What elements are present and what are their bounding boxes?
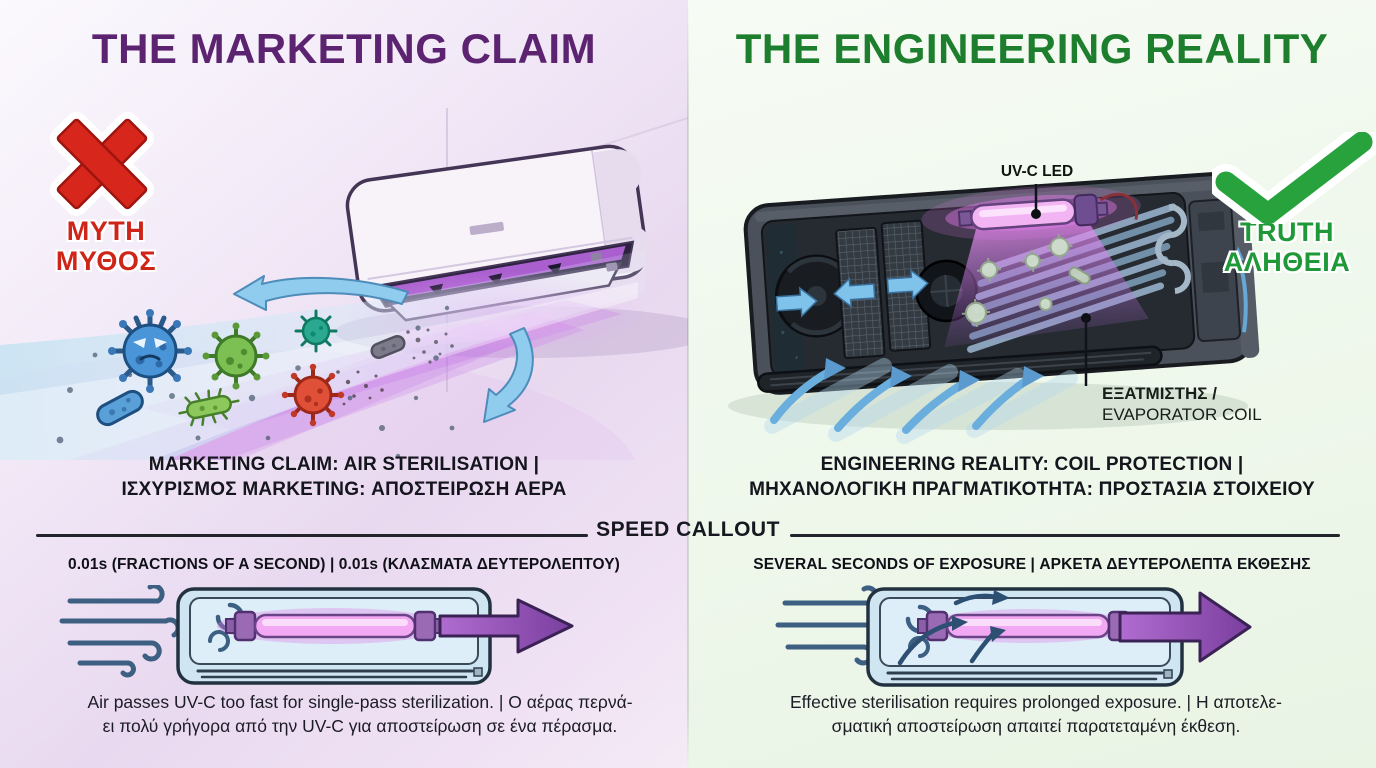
myth-verdict: MYTH ΜΥΘΟΣ (28, 216, 184, 276)
fast-pass-heading: 0.01s (FRACTIONS OF A SECOND) | 0.01s (Κ… (68, 556, 620, 573)
speed-callout-right-rule (790, 534, 1340, 537)
engineering-reality-caption: ENGINEERING REALITY: COIL PROTECTION | Μ… (688, 452, 1376, 502)
fast-air-arrow (438, 598, 574, 654)
particle-specks (56, 305, 455, 459)
internal-airflow-arrows (775, 268, 929, 318)
side-airflow-line (1236, 257, 1248, 333)
ac-cutaway-illustration (728, 171, 1260, 444)
truth-label-el: ΑΛΗΘΕΙΑ (1223, 247, 1351, 278)
ac-cutaway-body (743, 171, 1260, 395)
prolonged-exposure-heading: SEVERAL SECONDS OF EXPOSURE | ΑΡΚΕΤΑ ΔΕΥ… (753, 556, 1311, 573)
evaporator-pointer (1081, 313, 1091, 386)
virus-red-icon (281, 363, 345, 427)
right-panel-title: THE ENGINEERING REALITY (735, 25, 1329, 72)
uv-light-cone (944, 220, 1149, 348)
evaporator-label-en: EVAPORATOR COIL (1102, 405, 1262, 425)
engineering-caption-line1: ENGINEERING REALITY: COIL PROTECTION | (820, 454, 1244, 475)
cutaway-shadow (728, 382, 1248, 430)
fast-pass-caption-line2: ει πολύ γρήγορα από την UV-C για αποστεί… (102, 715, 618, 736)
marketing-claim-caption: MARKETING CLAIM: AIR STERILISATION | ΙΣΧ… (0, 452, 688, 502)
fast-pass-caption-line1: Air passes UV-C too fast for single-pass… (87, 692, 633, 712)
uvc-led-pointer (1031, 184, 1041, 219)
myth-label-el: ΜΥΘΟΣ (55, 246, 157, 277)
truth-verdict: TRUTH ΑΛΗΘΕΙΑ (1198, 217, 1376, 277)
virus-blue-icon (108, 309, 192, 393)
marketing-caption-line2: ΙΣΧΥΡΙΣΜΟΣ MARKETING: ΑΠΟΣΤΕΙΡΩΣΗ ΑΕΡΑ (121, 479, 567, 501)
speed-callout-title: SPEED CALLOUT (596, 518, 780, 541)
microbes-on-coil (961, 233, 1091, 327)
left-panel-title: THE MARKETING CLAIM (91, 25, 597, 72)
check-icon (1212, 132, 1376, 224)
prolonged-air-arrow (1118, 591, 1252, 663)
myth-label-en: MYTH (66, 216, 146, 246)
fast-pass-caption: Air passes UV-C too fast for single-pass… (20, 691, 700, 738)
engineering-caption-line2: ΜΗΧΑΝΟΛΟΓΙΚΗ ΠΡΑΓΜΑΤΙΚΟΤΗΤΑ: ΠΡΟΣΤΑΣΙΑ Σ… (749, 479, 1315, 501)
cross-icon (49, 111, 155, 217)
airflow-arrows (233, 275, 534, 423)
speed-callout-left-rule (36, 534, 588, 537)
prolonged-caption-line1: Effective sterilisation requires prolong… (790, 692, 1282, 712)
uvc-led-label: UV-C LED (1000, 163, 1074, 180)
outlet-swoosh-arrows (770, 358, 1044, 434)
panel-divider (687, 0, 689, 768)
uv-tube (921, 185, 1141, 240)
virus-green-icon (202, 322, 270, 390)
prolonged-exposure-illustration (775, 585, 1252, 687)
ac-marketing-illustration (0, 108, 688, 460)
virus-teal-icon (294, 309, 338, 353)
coil-u-bends (1155, 204, 1191, 294)
wind-icon (775, 585, 883, 666)
bacteria-blue-icon (96, 389, 144, 427)
prolonged-caption-line2: σματική αποστείρωση απαιτεί παρατεταμένη… (831, 715, 1241, 736)
outlet-air-streaks (764, 358, 1078, 444)
bacteria-gray-dissolving-icon (336, 328, 454, 406)
evaporator-coil-label: ΕΞΑΤΜΙΣΤΗΣ / EVAPORATOR COIL (1102, 383, 1282, 426)
recirculation-arrows (897, 590, 1010, 666)
bacteria-green-icon (178, 387, 240, 427)
fast-pass-illustration (59, 585, 574, 685)
evaporator-label-el: ΕΞΑΤΜΙΣΤΗΣ / (1102, 384, 1217, 403)
prolonged-exposure-caption: Effective sterilisation requires prolong… (706, 691, 1366, 738)
marketing-caption-line1: MARKETING CLAIM: AIR STERILISATION | (148, 454, 540, 475)
wind-icon (59, 585, 181, 678)
air-stream (0, 250, 645, 460)
